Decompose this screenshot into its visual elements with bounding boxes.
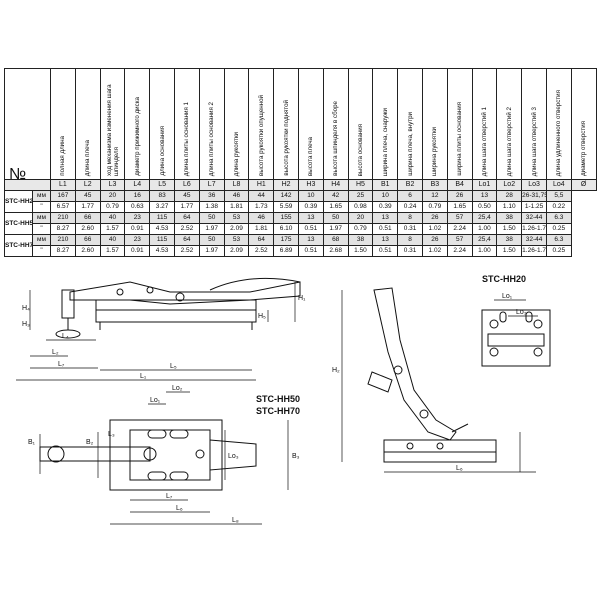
- table-cell: 2.52: [248, 245, 275, 257]
- column-header: длина рукоятки: [223, 68, 250, 180]
- label-plan-l7: L₇: [166, 493, 173, 500]
- column-header: высота шпинделя в сборе: [322, 68, 349, 180]
- hh20-title: STC-HH20: [482, 274, 526, 284]
- label-b3: B₃: [292, 453, 300, 460]
- column-header: длина шага отверстий 2: [496, 68, 523, 180]
- column-symbol: H1: [248, 179, 275, 191]
- label-l4: L₄: [62, 333, 69, 340]
- label-l3: L₃: [108, 431, 115, 438]
- label-lo3: Lo₃: [228, 453, 239, 460]
- column-header: высота рукоятки поднятой: [273, 68, 299, 180]
- column-header: ширина плеча, внутри: [397, 68, 423, 180]
- hh50-title: STC-HH50: [256, 394, 300, 404]
- table-cell: 2.60: [74, 245, 101, 257]
- table-cell: 0.79: [421, 201, 448, 213]
- table-cell: 1.00: [471, 245, 498, 257]
- raised-dimensions: [341, 290, 536, 473]
- table-cell: 68: [322, 234, 349, 246]
- label-l8: L₈: [232, 517, 239, 524]
- column-symbol: Lo4: [545, 179, 572, 191]
- table-cell: 0.31: [397, 245, 423, 257]
- label-h1: H₁: [298, 295, 306, 302]
- table-cell: 8.27: [50, 245, 76, 257]
- table-cell: 1.57: [99, 223, 126, 235]
- hh20-dimensions: [494, 299, 538, 317]
- label-h4: H₄: [22, 305, 30, 312]
- label-hh20-lo1: Lo₁: [502, 293, 513, 300]
- column-header: ход механизма изменения шага шпинделя: [99, 68, 126, 180]
- raised-view-drawing: [367, 287, 497, 463]
- column-header: ширина плиты основания: [446, 68, 473, 180]
- label-l2: L₂: [52, 349, 59, 356]
- column-header: длина шага отверстий 1: [471, 68, 498, 180]
- column-header: ширина плеча, снаружи: [372, 68, 399, 180]
- plan-view-drawing: [39, 419, 257, 491]
- table-cell: 0.25: [545, 245, 572, 257]
- corner-label: №: [3, 68, 52, 180]
- table-cell: 2.09: [223, 245, 250, 257]
- table-cell: 1.73: [248, 201, 275, 213]
- label-h3: H₃: [22, 321, 30, 328]
- table-cell: 50: [198, 234, 225, 246]
- column-header: диаметр прижимного диска: [124, 68, 151, 180]
- table-cell: 2.68: [322, 245, 349, 257]
- column-header: длина основания: [149, 68, 175, 180]
- label-l7: L₇: [58, 361, 65, 368]
- table-cell: 45: [74, 190, 101, 202]
- hh20-plan-drawing: [481, 309, 551, 367]
- table-cell: 16: [124, 190, 151, 202]
- table-cell: 0.39: [297, 201, 324, 213]
- table-cell: 1.50: [496, 245, 523, 257]
- label-l5: L₅: [170, 363, 177, 370]
- label-l1: L₁: [140, 373, 147, 380]
- table-cell: 0.39: [372, 201, 399, 213]
- table-cell: 0.51: [297, 245, 324, 257]
- column-symbol: Ø: [570, 179, 597, 191]
- table-cell: 2.52: [174, 245, 200, 257]
- side-dimensions: [16, 282, 296, 381]
- label-h2: H₂: [332, 367, 340, 374]
- label-b2: B₂: [86, 439, 94, 446]
- table-cell: 1.50: [347, 245, 374, 257]
- table-cell: 1-1.25: [521, 201, 547, 213]
- table-cell: 0.22: [545, 201, 572, 213]
- label-b1: B₁: [28, 439, 36, 446]
- table-cell: 2.24: [446, 245, 473, 257]
- model-name: STC-HH20: [4, 190, 33, 213]
- hh70-title: STC-HH70: [256, 406, 300, 416]
- table-cell: 1.57: [99, 245, 126, 257]
- column-header: длина удлиненного отверстия: [545, 68, 572, 180]
- column-header: длина шага отверстий 3: [521, 68, 547, 180]
- table-row: STC-HH50мм210664023115645053461551350201…: [4, 212, 597, 235]
- column-header: диаметр отверстия: [570, 68, 597, 180]
- column-header: длина плиты основания 2: [198, 68, 225, 180]
- label-plan-l6: L₆: [176, 505, 183, 512]
- table-cell: 4.53: [149, 245, 175, 257]
- side-view-drawing: [55, 277, 301, 339]
- table-row: STC-HH20мм167452016834536464414210422510…: [4, 190, 597, 213]
- column-header: длина плиты основания 1: [174, 68, 200, 180]
- model-name: STC-HH70: [4, 234, 33, 257]
- column-header: высота плеча: [297, 68, 324, 180]
- label-lo1: Lo₁: [150, 397, 161, 404]
- plan-dimensions: [39, 391, 289, 525]
- column-header: длина плеча: [74, 68, 101, 180]
- column-symbol: Lo1: [471, 179, 498, 191]
- table-cell: 1.26-1.73: [521, 245, 547, 257]
- label-lo2: Lo₂: [172, 385, 183, 392]
- label-hh20-lo3: Lo₃: [516, 309, 527, 316]
- label-raised-l6: L₆: [456, 465, 463, 472]
- table-cell: 1.97: [198, 245, 225, 257]
- column-symbol: L1: [50, 179, 76, 191]
- unit-cell: ": [31, 245, 52, 257]
- label-h5: H₅: [258, 313, 266, 320]
